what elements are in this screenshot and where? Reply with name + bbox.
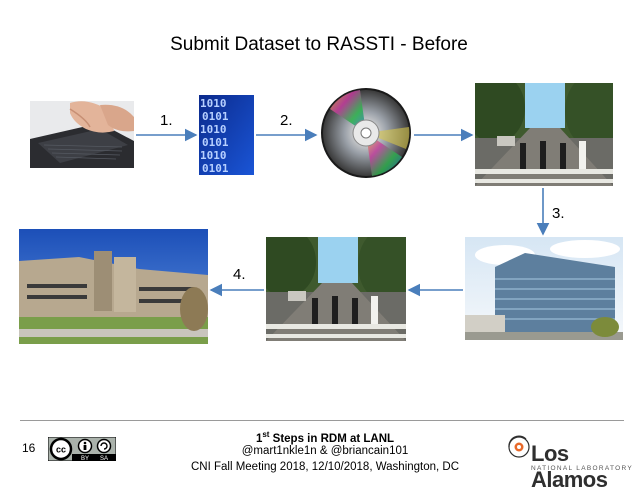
step-1-label: 1.: [160, 112, 173, 129]
cc-label: cc: [56, 445, 66, 455]
step-3-label: 3.: [552, 205, 565, 222]
cc-license-badge: cc BY SA: [48, 437, 116, 461]
slide-number: 16: [22, 441, 35, 455]
by-label: BY: [81, 456, 89, 461]
footer-event: CNI Fall Meeting 2018, 12/10/2018, Washi…: [160, 459, 490, 475]
step-2-label: 2.: [280, 112, 293, 129]
step-4-label: 4.: [233, 266, 246, 283]
footer-divider: [20, 420, 624, 421]
sa-label: SA: [100, 456, 108, 461]
flow-arrows: [0, 0, 638, 479]
lanl-logo-icon: [506, 430, 532, 460]
lanl-logo-subtitle: NATIONAL LABORATORY: [531, 465, 633, 472]
footer-authors: @mart1nkle1n & @briancain101: [160, 443, 490, 459]
